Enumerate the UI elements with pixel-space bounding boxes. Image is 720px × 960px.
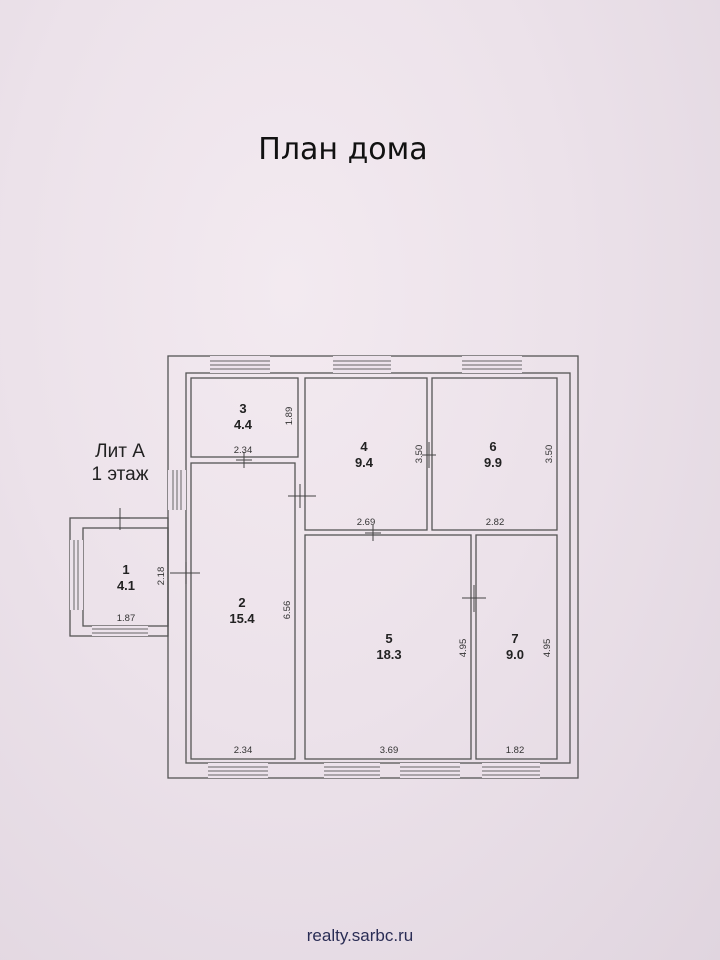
room-6-outline	[431, 377, 558, 531]
room-2-outline	[190, 462, 296, 760]
room-4-dim-width: 2.69	[357, 517, 376, 528]
door-room-1-2	[170, 562, 200, 584]
room-labels: 1 4.1 2.18 1.87 2 15.4 2.34 6.56 2.34 3 …	[117, 401, 555, 756]
doors	[110, 442, 486, 612]
level-floor: 1 этаж	[91, 464, 149, 485]
room-7-dim-height: 4.95	[542, 639, 553, 658]
room-2-dim-top: 2.34	[234, 445, 253, 456]
room-4-number: 4	[360, 439, 368, 454]
room-2-dim-height: 6.56	[282, 601, 293, 620]
room-7-dim-width: 1.82	[506, 745, 525, 756]
window-vestibule-bottom	[92, 626, 148, 636]
window-bottom-2	[324, 763, 380, 778]
room-5-outline	[304, 534, 472, 760]
room-5-dim-width: 3.69	[380, 745, 399, 756]
door-room-2-4	[288, 484, 316, 508]
room-6-dim-height: 3.50	[544, 445, 555, 464]
room-7-area: 9.0	[506, 647, 524, 662]
room-1-area: 4.1	[117, 578, 135, 593]
room-4-outline	[304, 377, 428, 531]
door-room-4-6	[422, 442, 436, 468]
room-4-area: 9.4	[355, 455, 374, 470]
room-7-outline	[475, 534, 558, 760]
door-room-5-7	[462, 585, 486, 612]
room-5-number: 5	[385, 631, 392, 646]
room-1-dim-width: 1.87	[117, 613, 136, 624]
room-7-number: 7	[511, 631, 518, 646]
level-lit: Лит А	[95, 441, 145, 462]
watermark: realty.sarbc.ru	[306, 926, 414, 945]
room-5-area: 18.3	[376, 647, 401, 662]
room-2-number: 2	[238, 595, 245, 610]
room-4-dim-height: 3.50	[414, 445, 425, 464]
page-title: План дома	[258, 132, 428, 167]
window-left-wall	[168, 470, 186, 510]
room-2-dim-bottom: 2.34	[234, 745, 253, 756]
room-6-number: 6	[489, 439, 496, 454]
room-6-dim-width: 2.82	[486, 517, 505, 528]
window-top-1	[210, 356, 270, 373]
window-bottom-1	[208, 763, 268, 778]
window-bottom-4	[482, 763, 540, 778]
door-vestibule-top	[110, 508, 130, 530]
walls	[69, 355, 579, 779]
room-6-area: 9.9	[484, 455, 502, 470]
door-room-4-5	[365, 525, 381, 541]
door-room-3	[236, 452, 252, 468]
window-top-2	[333, 356, 391, 373]
window-top-3	[462, 356, 522, 373]
room-3-dim-height: 1.89	[284, 407, 295, 426]
level-label: Лит А 1 этаж	[70, 440, 170, 486]
outer-wall-outline	[167, 355, 579, 779]
room-1-number: 1	[122, 562, 129, 577]
room-5-dim-height: 4.95	[458, 639, 469, 658]
window-bottom-3	[400, 763, 460, 778]
window-vestibule-left	[70, 540, 83, 610]
windows	[70, 356, 540, 778]
room-1-dim-height: 2.18	[156, 567, 167, 586]
room-2-area: 15.4	[229, 611, 255, 626]
room-3-area: 4.4	[234, 417, 253, 432]
room-3-number: 3	[239, 401, 246, 416]
